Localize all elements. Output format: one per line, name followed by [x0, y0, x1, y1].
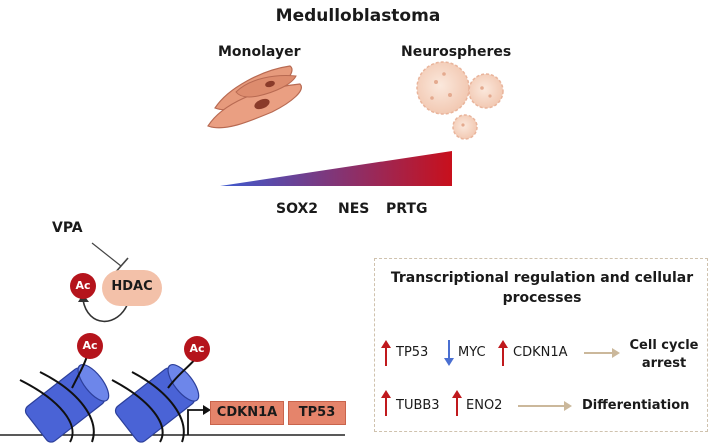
gene-label: ENO2: [466, 398, 503, 413]
acetyl-label: Ac: [75, 279, 91, 292]
hdac-label: HDAC: [111, 279, 153, 294]
monolayer-cells-icon: [207, 65, 302, 129]
neurospheres-label: Neurospheres: [401, 44, 512, 60]
up-arrow-icon: [381, 340, 391, 366]
expression-gradient-wedge: [220, 151, 452, 186]
acetyl-circle: [77, 333, 103, 359]
gene-label: CDKN1A: [513, 345, 568, 360]
up-arrow-icon: [452, 390, 462, 416]
vpa-inhibition-arrow: [91, 242, 129, 275]
acetyl-circle: [184, 336, 210, 362]
process-arrow-icon: [584, 348, 620, 358]
marker-label: PRTG: [386, 201, 428, 217]
hdac-pill: [102, 270, 162, 306]
promoter-arrow-icon: [187, 405, 211, 435]
gene-box-tp53: TP53: [288, 401, 346, 425]
panel-title: Transcriptional regulation and cellular …: [390, 270, 694, 306]
up-arrow-icon: [498, 340, 508, 366]
process-arrow-icon: [518, 401, 572, 411]
acetyl-circle: [70, 273, 96, 299]
acetyl-label: Ac: [189, 342, 205, 355]
gene-label: TUBB3: [396, 398, 440, 413]
regulation-panel: [374, 258, 708, 432]
nucleosome-icon: [19, 351, 110, 443]
figure-title: Medulloblastoma: [275, 6, 441, 26]
drug-label: VPA: [52, 220, 83, 236]
nucleosome-icon: [111, 357, 200, 443]
gene-box-cdkn1a: CDKN1A: [210, 401, 284, 425]
marker-label: NES: [338, 201, 370, 217]
gene-label: MYC: [458, 345, 486, 360]
outcome-label: Cell cycle arrest: [629, 338, 699, 371]
up-arrow-icon: [381, 390, 391, 416]
down-arrow-icon: [444, 340, 454, 366]
monolayer-label: Monolayer: [218, 44, 301, 60]
neurospheres-icon: [416, 61, 504, 140]
acetyl-label: Ac: [82, 339, 98, 352]
gene-label: TP53: [396, 345, 429, 360]
outcome-label: Differentiation: [582, 398, 690, 413]
marker-label: SOX2: [276, 201, 319, 217]
